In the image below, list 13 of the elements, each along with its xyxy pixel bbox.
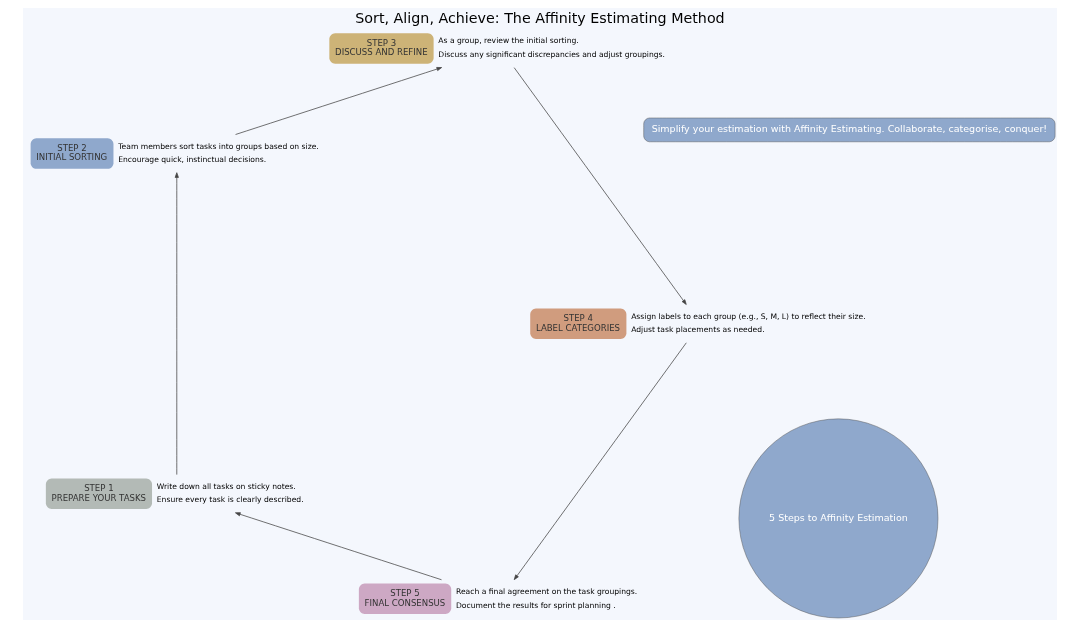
arrow [513,342,687,581]
node-box: STEP 3 DISCUSS AND REFINE [329,33,434,64]
arrow [235,512,442,581]
node-circle: 5 Steps to Affinity Estimation [738,418,939,619]
arrow [513,67,687,305]
node-box: Simplify your estimation with Affinity Estimating. Collaborate, categorise, conquer! [643,117,1056,142]
node-box: STEP 2 INITIAL SORTING [30,138,114,169]
arrow [174,172,179,475]
arrow [235,67,443,135]
diagram-title: Sort, Align, Achieve: The Affinity Estimating Method [355,10,725,27]
node-box: STEP 5 FINAL CONSENSUS [358,583,452,615]
node-box: STEP 1 PREPARE YOUR TASKS [45,478,153,509]
node-box: STEP 4 LABEL CATEGORIES [530,308,627,339]
